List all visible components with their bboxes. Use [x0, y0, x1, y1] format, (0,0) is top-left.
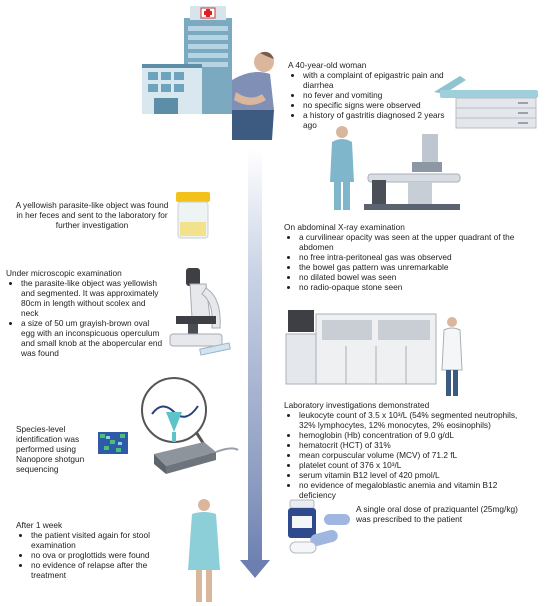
list-item: platelet count of 376 x 10³/L — [299, 460, 536, 470]
feces-block: A yellowish parasite-like object was fou… — [14, 200, 170, 230]
microscopy-block: Under microscopic examination the parasi… — [6, 268, 164, 358]
list-item: no fever and vomiting — [303, 90, 448, 100]
list-item: a size of 50 um grayish-brown oval egg w… — [21, 318, 164, 358]
list-item: the bowel gas pattern was unremarkable — [299, 262, 530, 272]
list-item: no ova or proglottids were found — [31, 550, 182, 560]
exam-bed-icon — [434, 76, 538, 129]
xray-machine-icon — [330, 126, 461, 210]
list-item: with a complaint of epigastric pain and … — [303, 70, 448, 90]
feces-text: A yellowish parasite-like object was fou… — [15, 200, 169, 230]
list-item: hematocrit (HCT) of 31% — [299, 440, 536, 450]
followup-title: After 1 week — [16, 520, 63, 530]
list-item: no evidence of relapse after the treatme… — [31, 560, 182, 580]
list-item: hemoglobin (Hb) concentration of 9.0 g/d… — [299, 430, 536, 440]
patient-gown-icon — [188, 499, 220, 602]
list-item: a curvilinear opacity was seen at the up… — [299, 232, 530, 252]
treatment-block: A single oral dose of praziquantel (25mg… — [356, 504, 526, 524]
species-text: Species-level identification was perform… — [16, 424, 85, 474]
list-item: mean corpuscular volume (MCV) of 71.2 fL — [299, 450, 536, 460]
patient-pain-icon — [232, 51, 274, 140]
hospital-icon — [142, 6, 232, 114]
list-item: no radio-opaque stone seen — [299, 282, 530, 292]
microscopy-title: Under microscopic examination — [6, 268, 122, 278]
microscope-icon — [169, 268, 231, 356]
list-item: no dilated bowel was seen — [299, 272, 530, 282]
list-item: the patient visited again for stool exam… — [31, 530, 182, 550]
intro-block: A 40-year-old woman with a complaint of … — [288, 60, 448, 130]
sequence-heatmap-icon — [98, 432, 128, 454]
species-block: Species-level identification was perform… — [16, 424, 98, 474]
lab-analyzer-icon — [285, 310, 463, 396]
list-item: no free intra-peritoneal gas was observe… — [299, 252, 530, 262]
timeline-arrowhead — [240, 560, 270, 578]
stool-jar-icon — [176, 192, 210, 239]
medication-icon — [288, 499, 350, 554]
sequencer-icon — [154, 442, 239, 474]
lab-block: Laboratory investigations demonstrated l… — [284, 400, 536, 500]
xray-title: On abdominal X-ray examination — [284, 222, 405, 232]
timeline-arrow — [248, 148, 262, 568]
followup-block: After 1 week the patient visited again f… — [16, 520, 182, 580]
lab-title: Laboratory investigations demonstrated — [284, 400, 430, 410]
list-item: no specific signs were observed — [303, 100, 448, 110]
list-item: a history of gastritis diagnosed 2 years… — [303, 110, 448, 130]
list-item: the parasite-like object was yellowish a… — [21, 278, 164, 318]
intro-title: A 40-year-old woman — [288, 60, 367, 70]
list-item: serum vitamin B12 level of 420 pmol/L — [299, 470, 536, 480]
list-item: leukocyte count of 3.5 x 10³/L (54% segm… — [299, 410, 536, 430]
treatment-text: A single oral dose of praziquantel (25mg… — [356, 504, 518, 524]
xray-block: On abdominal X-ray examination a curvili… — [284, 222, 530, 292]
list-item: no evidence of megaloblastic anemia and … — [299, 480, 536, 500]
